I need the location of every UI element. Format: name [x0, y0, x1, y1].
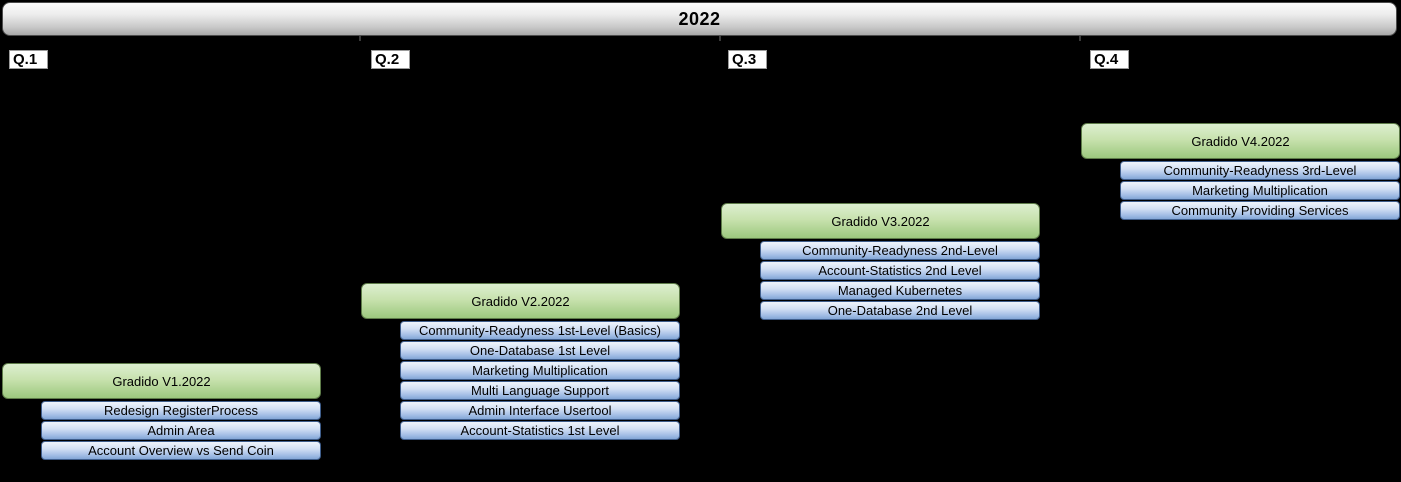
feature-block: Marketing Multiplication [1120, 181, 1400, 200]
feature-block: Managed Kubernetes [760, 281, 1040, 300]
feature-block: Multi Language Support [400, 381, 680, 400]
feature-block: Community-Readyness 2nd-Level [760, 241, 1040, 260]
version-block-v4: Gradido V4.2022 [1081, 123, 1400, 159]
quarter-label-q2: Q.2 [371, 50, 411, 69]
feature-block: One-Database 1st Level [400, 341, 680, 360]
feature-block: Admin Area [41, 421, 321, 440]
version-block-v1: Gradido V1.2022 [2, 363, 321, 399]
feature-block: Account-Statistics 2nd Level [760, 261, 1040, 280]
quarter-tick [1079, 36, 1081, 41]
feature-block: Account-Statistics 1st Level [400, 421, 680, 440]
quarter-tick [719, 36, 721, 41]
feature-block: Redesign RegisterProcess [41, 401, 321, 420]
quarter-label-q3: Q.3 [728, 50, 768, 69]
version-block-v2: Gradido V2.2022 [361, 283, 680, 319]
version-block-v3: Gradido V3.2022 [721, 203, 1040, 239]
quarter-label-q4: Q.4 [1090, 50, 1130, 69]
feature-block: Marketing Multiplication [400, 361, 680, 380]
feature-block: Community-Readyness 1st-Level (Basics) [400, 321, 680, 340]
feature-block: Admin Interface Usertool [400, 401, 680, 420]
quarter-label-q1: Q.1 [9, 50, 49, 69]
feature-block: Community Providing Services [1120, 201, 1400, 220]
feature-block: One-Database 2nd Level [760, 301, 1040, 320]
feature-block: Community-Readyness 3rd-Level [1120, 161, 1400, 180]
year-header-bar: 2022 [2, 2, 1397, 36]
feature-block: Account Overview vs Send Coin [41, 441, 321, 460]
quarter-tick [359, 36, 361, 41]
year-title: 2022 [678, 8, 721, 29]
